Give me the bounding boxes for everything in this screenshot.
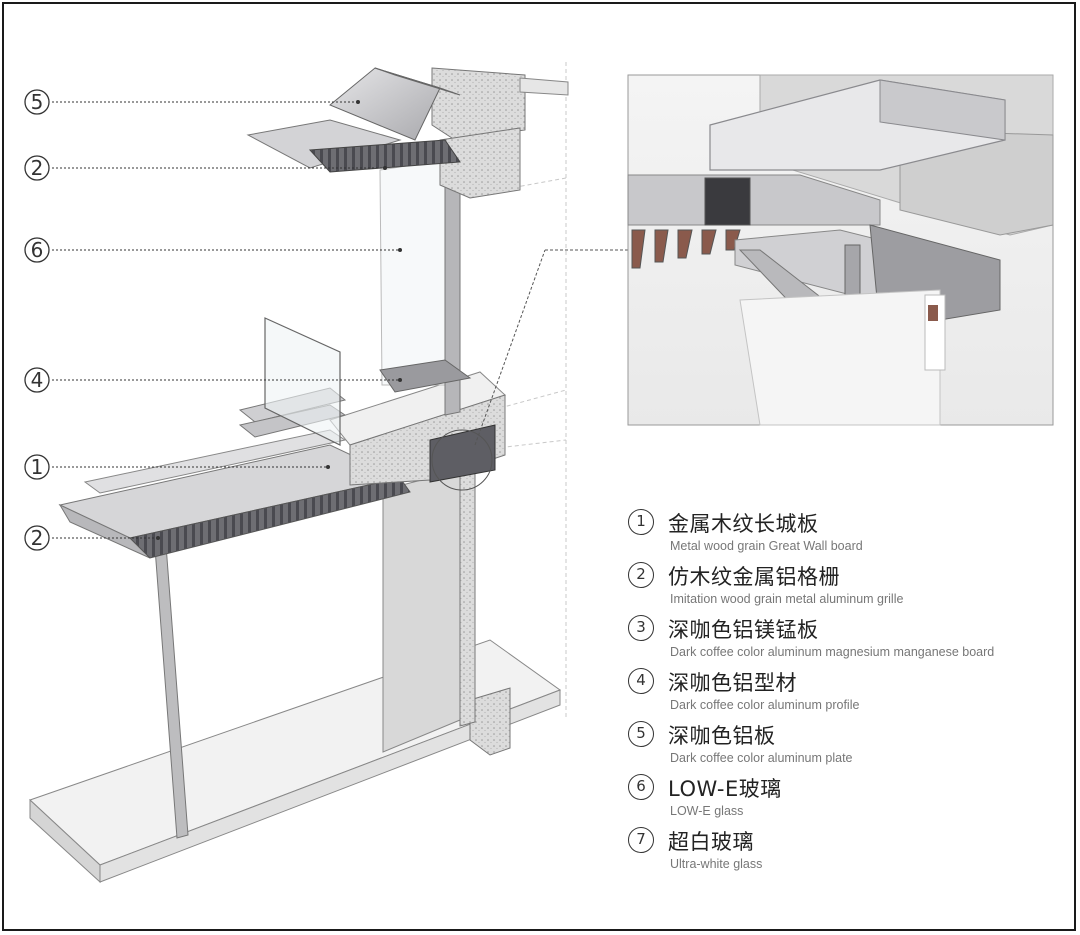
legend-item: 2 仿木纹金属铝格栅 Imitation wood grain metal al… bbox=[628, 561, 1068, 614]
callout-number: 2 bbox=[31, 526, 44, 550]
legend-item: 5 深咖色铝板 Dark coffee color aluminum plate bbox=[628, 720, 1068, 773]
callout-1: 1 bbox=[24, 454, 330, 480]
glass-curtain-wall bbox=[379, 156, 472, 416]
callout-2-top: 2 bbox=[24, 155, 387, 181]
callout-number: 4 bbox=[31, 368, 44, 392]
legend-number: 3 bbox=[628, 615, 654, 641]
callout-6: 6 bbox=[24, 237, 402, 263]
callout-2-bottom: 2 bbox=[24, 525, 160, 551]
legend-label-cn: LOW-E玻璃 bbox=[668, 777, 782, 801]
legend-number: 4 bbox=[628, 668, 654, 694]
legend-label-en: Metal wood grain Great Wall board bbox=[670, 539, 863, 553]
legend-item: 7 超白玻璃 Ultra-white glass bbox=[628, 826, 1068, 879]
callouts: 5 2 6 4 1 2 bbox=[24, 89, 402, 551]
legend-label-cn: 仿木纹金属铝格栅 bbox=[668, 565, 840, 589]
legend-label-en: LOW-E glass bbox=[670, 804, 744, 818]
legend-label-en: Imitation wood grain metal aluminum gril… bbox=[670, 592, 904, 606]
callout-5: 5 bbox=[24, 89, 360, 115]
legend-item: 6 LOW-E玻璃 LOW-E glass bbox=[628, 773, 1068, 826]
legend-label-en: Dark coffee color aluminum magnesium man… bbox=[670, 645, 995, 659]
legend-label-en: Dark coffee color aluminum profile bbox=[670, 698, 860, 712]
lower-sunshade-platform bbox=[58, 429, 411, 559]
callout-number: 1 bbox=[31, 455, 44, 479]
legend-number: 2 bbox=[628, 562, 654, 588]
legend-number: 1 bbox=[628, 509, 654, 535]
legend-item: 1 金属木纹长城板 Metal wood grain Great Wall bo… bbox=[628, 508, 1068, 561]
callout-number: 5 bbox=[31, 90, 44, 114]
legend-label-cn: 金属木纹长城板 bbox=[668, 512, 819, 536]
spandrel-wall bbox=[382, 465, 476, 753]
grille-slats bbox=[631, 229, 741, 269]
legend-label-en: Dark coffee color aluminum plate bbox=[670, 751, 853, 765]
legend-label-cn: 深咖色铝镁锰板 bbox=[668, 618, 819, 642]
callout-number: 2 bbox=[31, 156, 44, 180]
floor-slab-bottom bbox=[29, 639, 562, 884]
legend-label-cn: 深咖色铝板 bbox=[668, 724, 776, 748]
legend: 1 金属木纹长城板 Metal wood grain Great Wall bo… bbox=[628, 508, 1068, 879]
legend-number: 5 bbox=[628, 721, 654, 747]
legend-item: 3 深咖色铝镁锰板 Dark coffee color aluminum mag… bbox=[628, 614, 1068, 667]
detail-leader bbox=[474, 249, 546, 446]
callout-4: 4 bbox=[24, 367, 402, 393]
legend-label-cn: 深咖色铝型材 bbox=[668, 671, 797, 695]
callout-number: 6 bbox=[31, 238, 44, 262]
legend-number: 7 bbox=[628, 827, 654, 853]
legend-label-en: Ultra-white glass bbox=[670, 857, 763, 871]
middle-slab bbox=[238, 317, 506, 486]
detail-circle bbox=[431, 429, 493, 491]
legend-item: 4 深咖色铝型材 Dark coffee color aluminum prof… bbox=[628, 667, 1068, 720]
legend-label-cn: 超白玻璃 bbox=[668, 830, 754, 854]
detail-inset bbox=[627, 74, 1054, 426]
top-assembly bbox=[246, 67, 569, 199]
legend-number: 6 bbox=[628, 774, 654, 800]
